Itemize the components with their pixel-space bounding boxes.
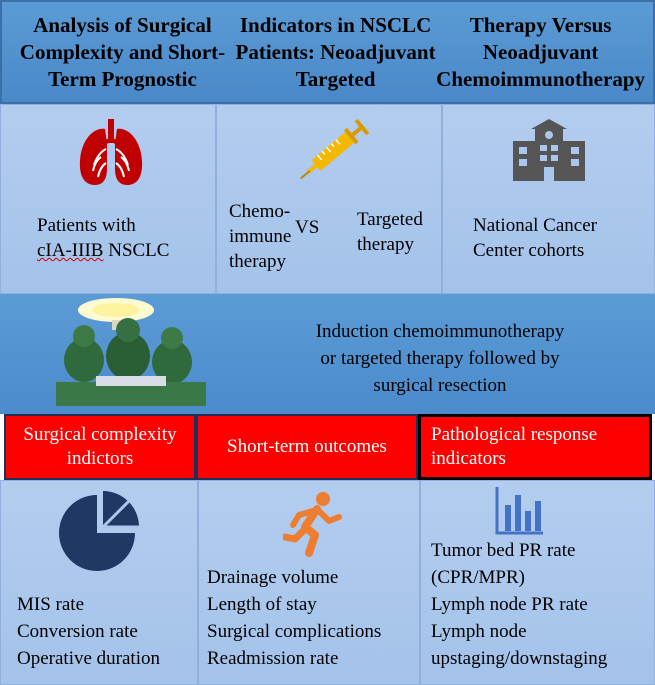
targeted-line-2: therapy <box>357 234 414 255</box>
list-item: upstaging/downstaging <box>431 648 608 669</box>
list-item: Readmission rate <box>207 648 339 669</box>
bar-chart-icon <box>495 487 543 535</box>
induction-line-1: Induction chemoimmunotherapy <box>315 321 565 342</box>
list-item: Operative duration <box>17 648 160 669</box>
lungs-icon <box>79 119 143 185</box>
short-term-list: Drainage volume Length of stay Surgical … <box>207 564 381 672</box>
list-item: Length of stay <box>207 594 317 615</box>
surgical-complexity-header: Surgical complexity indictors <box>4 414 196 480</box>
runner-icon <box>283 492 342 557</box>
patients-line-1: Patients with <box>37 215 136 236</box>
pathological-list: Tumor bed PR rate (CPR/MPR) Lymph node P… <box>431 537 607 672</box>
short-term-header-label: Short-term outcomes <box>227 436 387 457</box>
list-item: Tumor bed PR rate <box>431 540 576 561</box>
disease-term: NSCLC <box>103 240 170 261</box>
chemoimmune-line-2: immune <box>229 226 292 247</box>
title-line-2: Indicators in NSCLC Patients: Neoadjuvan… <box>235 12 436 91</box>
list-item: Surgical complications <box>207 621 382 642</box>
syringe-icon <box>300 118 370 180</box>
induction-line-3: surgical resection <box>373 375 507 396</box>
pathological-header-line-1: Pathological response <box>431 424 598 445</box>
title-line-1: Analysis of Surgical Complexity and Shor… <box>19 12 226 91</box>
chemoimmune-line-3: therapy <box>229 251 286 272</box>
induction-band: Induction chemoimmunotherapy or targeted… <box>0 294 655 414</box>
chemoimmune-line-1: Chemo- <box>229 201 291 222</box>
cohorts-label: National Cancer Center cohorts <box>473 213 597 263</box>
therapy-panel: Chemo- immune therapy VS Targeted therap… <box>216 104 442 294</box>
title-line-3: Therapy Versus Neoadjuvant Chemoimmunoth… <box>436 12 646 91</box>
cohorts-line-2: Center cohorts <box>473 240 585 261</box>
page-title: Analysis of Surgical Complexity and Shor… <box>0 0 655 104</box>
vs-label: VS <box>295 217 320 238</box>
surgical-header-line-1: Surgical complexity <box>23 424 177 445</box>
pathological-panel: Tumor bed PR rate (CPR/MPR) Lymph node P… <box>420 480 655 685</box>
patients-line-2: cIA-IIIB NSCLC <box>37 238 169 263</box>
induction-text: Induction chemoimmunotherapy or targeted… <box>230 318 650 399</box>
patients-label: Patients with cIA-IIIB NSCLC <box>37 213 169 263</box>
indicator-row: MIS rate Conversion rate Operative durat… <box>0 480 655 685</box>
study-design-row: Patients with cIA-IIIB NSCLC Chemo- immu… <box>0 104 655 294</box>
list-item: MIS rate <box>17 594 85 615</box>
targeted-line-1: Targeted <box>357 209 423 230</box>
surgical-header-line-2: indictors <box>66 448 134 469</box>
cohorts-line-1: National Cancer <box>473 215 597 236</box>
stage-term: cIA-IIIB <box>37 240 104 261</box>
list-item: Lymph node PR rate <box>431 594 588 615</box>
list-item: Conversion rate <box>17 621 138 642</box>
category-row: Surgical complexity indictors Short-term… <box>0 414 655 480</box>
hospital-icon <box>513 119 585 181</box>
surgical-indicators-list: MIS rate Conversion rate Operative durat… <box>17 591 160 672</box>
list-item: Drainage volume <box>207 567 339 588</box>
cohorts-panel: National Cancer Center cohorts <box>442 104 655 294</box>
targeted-label: Targeted therapy <box>357 207 423 257</box>
list-item: Lymph node <box>431 621 527 642</box>
patients-panel: Patients with cIA-IIIB NSCLC <box>0 104 216 294</box>
pathological-header-line-2: indicators <box>431 448 506 469</box>
pie-chart-icon <box>59 491 139 571</box>
induction-line-2: or targeted therapy followed by <box>320 348 560 369</box>
surgery-team-image <box>56 298 206 406</box>
pathological-response-header: Pathological response indicators <box>418 414 652 480</box>
surgical-indicators-panel: MIS rate Conversion rate Operative durat… <box>0 480 198 685</box>
short-term-outcomes-header: Short-term outcomes <box>196 414 418 480</box>
chemoimmune-label: Chemo- immune therapy <box>229 199 291 274</box>
short-term-panel: Drainage volume Length of stay Surgical … <box>198 480 420 685</box>
list-item: (CPR/MPR) <box>431 567 525 588</box>
